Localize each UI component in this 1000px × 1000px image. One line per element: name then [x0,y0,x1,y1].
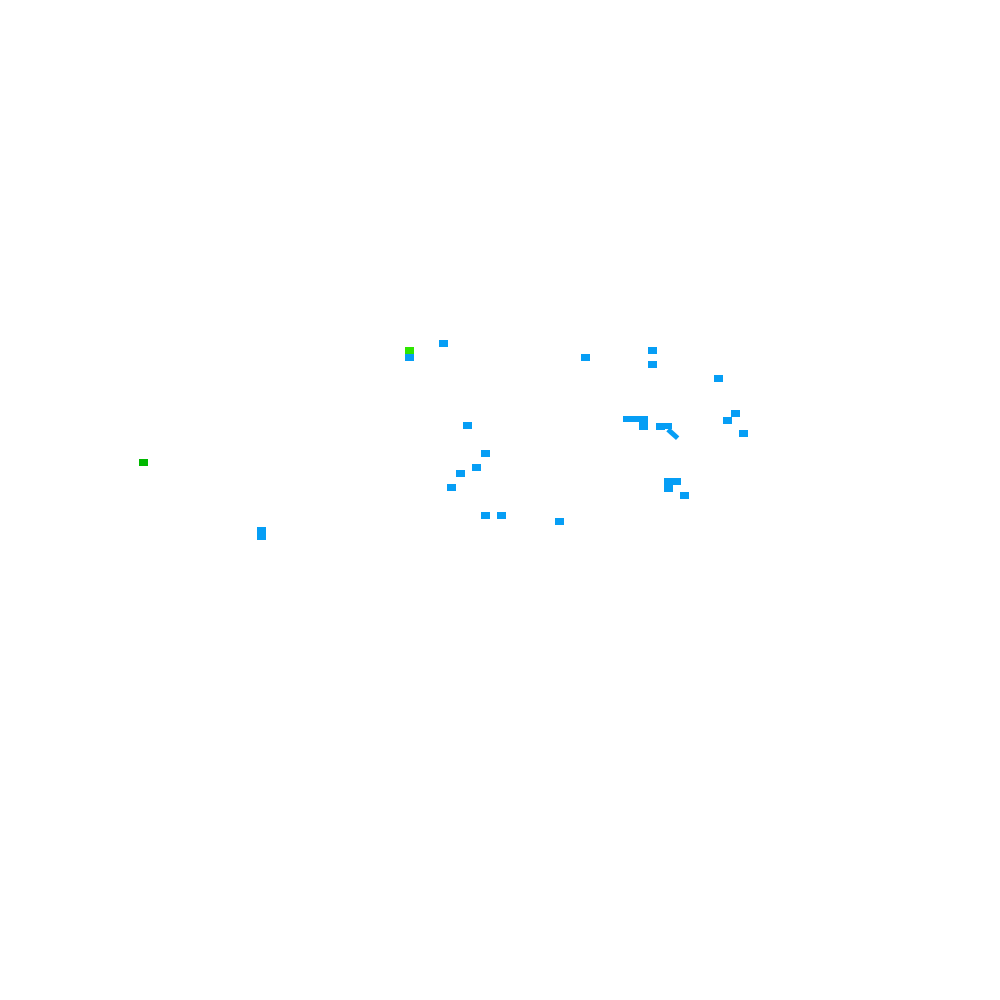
marker-square [481,450,490,457]
marker-square [472,464,481,471]
marker-square [656,423,665,430]
marker-square [463,422,472,429]
marker-square [714,375,723,382]
marker-square [555,518,564,525]
marker-square [405,354,414,361]
marker-square [581,354,590,361]
marker-square [648,347,657,354]
marker-square [481,512,490,519]
marker-square [456,470,465,477]
marker-square [139,459,148,466]
marker-square [731,410,740,417]
marker-square [639,423,648,430]
marker-square [639,416,648,423]
marker-square [723,417,732,424]
marker-square [405,347,414,354]
marker-square [497,512,506,519]
marker-square [447,484,456,491]
marker-square [439,340,448,347]
marker-square [257,533,266,540]
marker-square [672,478,681,485]
marker-square [257,527,266,534]
marker-square [648,361,657,368]
marker-square [664,478,673,485]
marker-square [664,485,673,492]
marker-square [739,430,748,437]
marker-square [680,492,689,499]
marker-stroke [666,427,680,441]
